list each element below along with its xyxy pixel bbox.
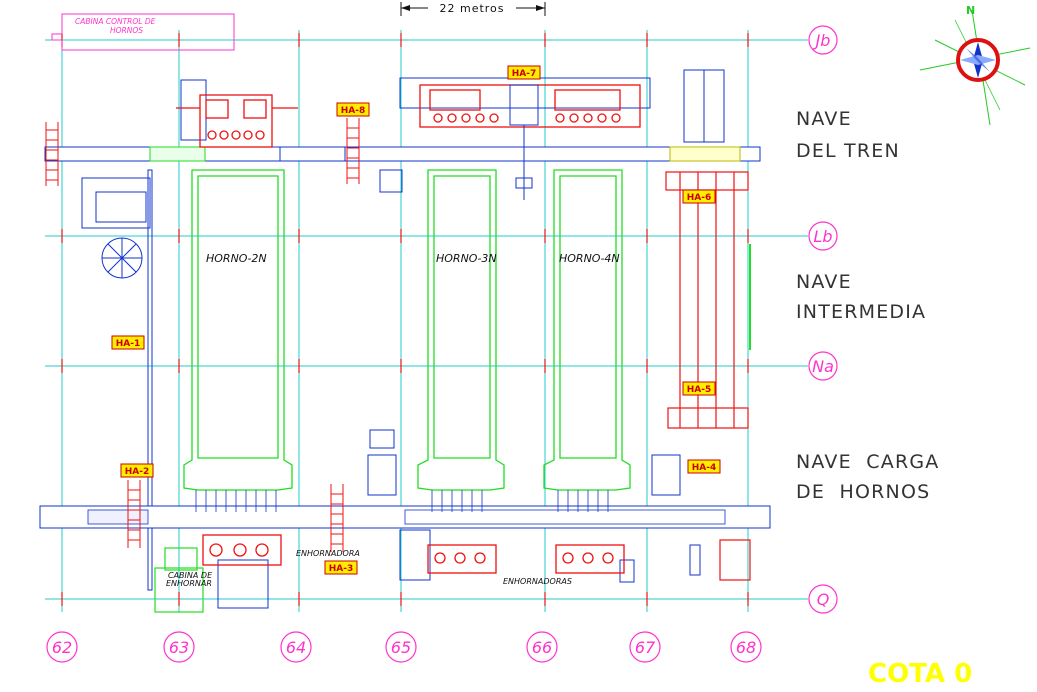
stair-icon-left-top: [45, 122, 59, 186]
svg-text:HA-3: HA-3: [329, 564, 354, 574]
stair-icon-ha2: [127, 480, 141, 548]
axis-marker-na: Na: [808, 351, 838, 381]
crane-top-horno-2n: [176, 94, 298, 148]
crane-bottom-horno-3n-4n: [427, 544, 625, 574]
nave-carga-line1: NAVE CARGA: [796, 451, 939, 473]
axis-label-67: 67: [635, 638, 656, 657]
tag-ha-4: HA-4: [687, 459, 721, 474]
crane-top-horno-3n-4n: [419, 84, 641, 128]
tag-ha-8: HA-8: [336, 102, 370, 117]
axis-marker-jb: Jb: [808, 25, 838, 55]
scale-label: 22 metros: [439, 2, 504, 15]
axis-marker-63: 63: [163, 631, 195, 663]
cabina-enhornar-line2: ENHORNAR: [166, 579, 212, 588]
north-compass-icon: N: [919, 4, 1031, 126]
axis-label-63: 63: [169, 638, 189, 657]
row-axis-markers: Jb Lb Na Q: [808, 25, 838, 614]
cabina-enhornar: [154, 547, 204, 613]
top-roller-line: [44, 146, 761, 162]
crane-bottom-horno-2n: [202, 534, 282, 566]
stairs: [45, 118, 360, 552]
central-mechanism: [509, 84, 539, 200]
tag-ha-5: HA-5: [682, 381, 716, 396]
cota-label: COTA 0: [868, 659, 972, 689]
cabina-control-hornos: CABINA CONTROL DE HORNOS: [51, 13, 235, 51]
svg-text:HA-7: HA-7: [512, 69, 537, 79]
axis-marker-65: 65: [385, 631, 417, 663]
axis-label-68: 68: [736, 638, 756, 657]
enhornadoras-label: ENHORNADORAS: [503, 577, 572, 586]
horno-3n-label: HORNO-3N: [436, 252, 497, 265]
axis-label-lb: Lb: [813, 227, 832, 246]
axis-marker-62: 62: [46, 631, 78, 663]
svg-text:HA-6: HA-6: [687, 193, 712, 203]
cabina-control-line1: CABINA CONTROL DE: [75, 17, 156, 26]
enhornadora-label: ENHORNADORA: [296, 549, 360, 558]
axis-label-65: 65: [391, 638, 411, 657]
compass-north-label: N: [966, 4, 975, 17]
turntable-icon: [101, 237, 143, 279]
axis-label-jb: Jb: [813, 31, 831, 50]
axis-marker-66: 66: [526, 631, 558, 663]
nave-carga-line2: DE HORNOS: [796, 481, 930, 503]
stair-icon-ha8: [346, 118, 360, 184]
tag-ha-2: HA-2: [120, 463, 154, 478]
svg-text:HA-1: HA-1: [116, 339, 141, 349]
nave-labels: NAVE DEL TREN NAVE INTERMEDIA NAVE CARGA…: [796, 108, 939, 503]
tag-ha-3: HA-3: [324, 560, 358, 575]
furnace-horno-2n: [183, 169, 293, 491]
axis-label-62: 62: [52, 638, 72, 657]
furnace-skids: [195, 490, 609, 512]
tag-ha-7: HA-7: [507, 65, 541, 80]
stair-icon-ha3: [330, 484, 344, 552]
furnace-horno-3n: [417, 169, 505, 491]
column-axis-markers: 62 63 64 65 66 67 68: [46, 631, 762, 663]
cabina-enhornar-line1: CABINA DE: [168, 571, 213, 580]
nave-tren-line2: DEL TREN: [796, 140, 900, 162]
axis-label-66: 66: [532, 638, 552, 657]
crane-right-top: [683, 69, 725, 143]
axis-marker-68: 68: [730, 631, 762, 663]
svg-text:HA-2: HA-2: [125, 467, 150, 477]
axis-marker-64: 64: [280, 631, 312, 663]
tag-ha-6: HA-6: [682, 189, 716, 204]
axis-marker-q: Q: [808, 584, 838, 614]
horno-2n-label: HORNO-2N: [206, 252, 267, 265]
bottom-roller-line: [39, 505, 771, 529]
crane-right-bay: [665, 171, 751, 581]
axis-marker-67: 67: [629, 631, 661, 663]
svg-text:HA-8: HA-8: [341, 106, 366, 116]
furnace-horno-4n: [543, 169, 631, 491]
svg-text:HA-5: HA-5: [687, 385, 712, 395]
axis-ticks: [61, 33, 749, 606]
axis-label-q: Q: [817, 590, 830, 609]
axis-marker-lb: Lb: [808, 221, 838, 251]
scale-bar: 22 metros: [400, 2, 546, 16]
nave-intermedia-line1: NAVE: [796, 271, 852, 293]
svg-text:HA-4: HA-4: [692, 463, 717, 473]
cabina-control-line2: HORNOS: [110, 26, 143, 35]
axis-label-64: 64: [286, 638, 306, 657]
nave-intermedia-line2: INTERMEDIA: [796, 301, 926, 323]
tag-ha-1: HA-1: [111, 335, 145, 350]
nave-tren-line1: NAVE: [796, 108, 852, 130]
axis-label-na: Na: [812, 357, 834, 376]
horno-4n-label: HORNO-4N: [559, 252, 620, 265]
